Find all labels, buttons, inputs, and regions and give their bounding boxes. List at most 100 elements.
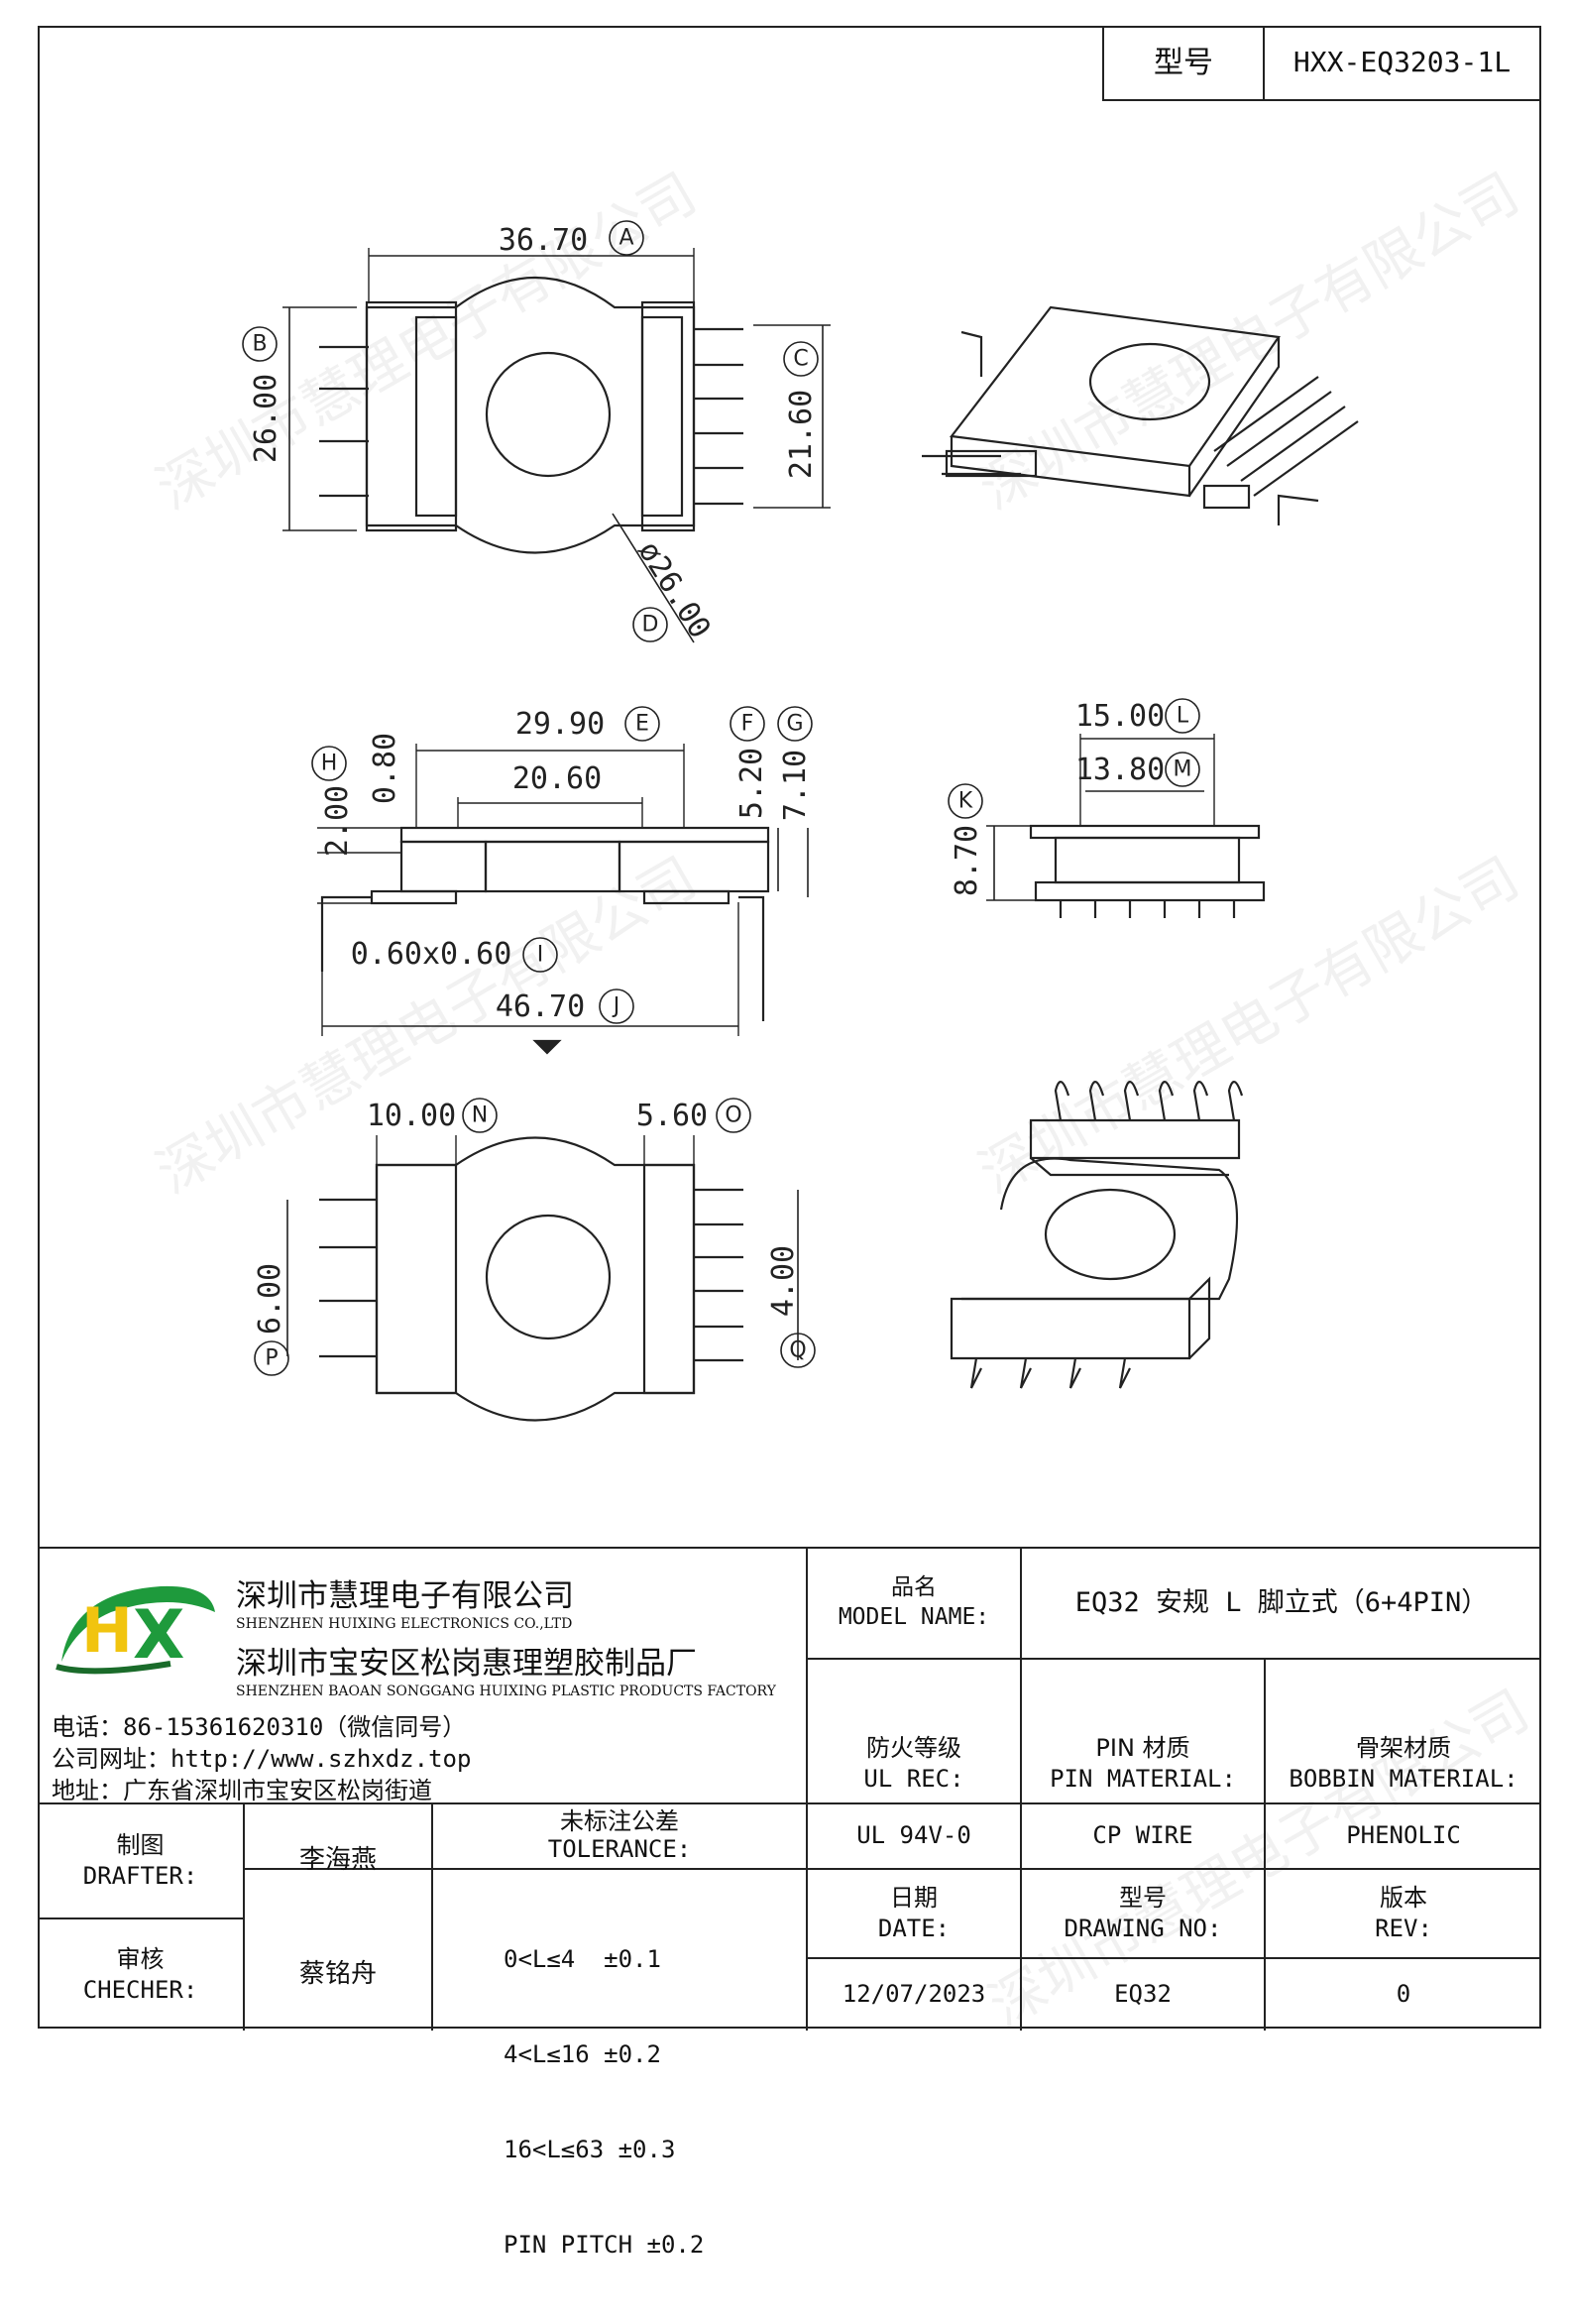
label-d: D	[642, 613, 659, 638]
dim-c: 21.60	[784, 390, 819, 479]
checker-label-cn: 审核	[116, 1944, 165, 1973]
grid-line	[431, 1802, 433, 2031]
date-label-cn: 日期	[890, 1883, 938, 1912]
drawing-no-value: EQ32	[1114, 1980, 1172, 2009]
grid-line	[806, 1957, 1541, 1959]
label-a: A	[618, 226, 633, 251]
tolerance-list: 0<L≤4 ±0.1 4<L≤16 ±0.2 16<L≤63 ±0.3 PIN …	[504, 1880, 704, 2324]
grid-line	[806, 1868, 1541, 1870]
pin-material-label-cn: PIN 材质	[1095, 1733, 1190, 1762]
label-i: I	[537, 943, 544, 968]
label-g: G	[786, 712, 803, 737]
rev-label-cn: 版本	[1380, 1883, 1427, 1912]
bobbin-material-label-cn: 骨架材质	[1356, 1733, 1451, 1762]
label-circle-k	[948, 783, 983, 819]
svg-text:H: H	[81, 1594, 133, 1667]
checker-value: 蔡铭舟	[298, 1959, 377, 1990]
title-block: H X 深圳市慧理电子有限公司 SHENZHEN HUIXING ELECTRO…	[38, 1547, 1541, 2259]
grid-line	[243, 1802, 245, 2031]
company-block: H X 深圳市慧理电子有限公司 SHENZHEN HUIXING ELECTRO…	[38, 1549, 806, 1804]
product-name-label-cn: 品名	[891, 1574, 937, 1601]
bobbin-material-label-en: BOBBIN MATERIAL:	[1289, 1765, 1518, 1793]
dim-g: 7.10	[778, 750, 813, 821]
label-circle-o	[716, 1098, 751, 1133]
date-value: 12/07/2023	[842, 1980, 986, 2009]
drawing-no-label: 型号 DRAWING NO:	[1022, 1870, 1264, 1957]
rev-label-en: REV:	[1375, 1915, 1432, 1942]
tolerance-row: PIN PITCH ±0.2	[504, 2231, 705, 2259]
company-name-cn: 深圳市慧理电子有限公司	[236, 1578, 574, 1614]
end-view	[986, 734, 1266, 918]
fire-rating-label-cn: 防火等级	[866, 1733, 961, 1762]
drafter-label-cn: 制图	[116, 1830, 165, 1859]
grid-line	[243, 1868, 806, 1870]
label-c: C	[793, 347, 808, 372]
label-circle-e	[624, 706, 660, 742]
dim-b: 26.00	[249, 374, 283, 463]
drafter-value: 李海燕	[298, 1845, 377, 1876]
label-circle-h	[311, 746, 347, 781]
company-logo: H X	[56, 1585, 215, 1675]
grid-line	[806, 1549, 808, 2031]
label-e: E	[635, 712, 649, 737]
drawing-no-label-en: DRAWING NO:	[1064, 1915, 1222, 1942]
label-circle-j	[599, 988, 634, 1024]
iso-view-bottom	[950, 1081, 1244, 1389]
fire-rating-label: 防火等级 UL REC:	[808, 1660, 1020, 1868]
tolerance-label-cn: 未标注公差	[560, 1807, 679, 1836]
product-name-label-en: MODEL NAME:	[838, 1604, 990, 1630]
label-circle-b	[242, 326, 278, 362]
company-name-en: SHENZHEN HUIXING ELECTRONICS CO.,LTD	[236, 1616, 573, 1632]
tolerance-row: 16<L≤63 ±0.3	[504, 2136, 676, 2163]
model-box: 型号 HXX-EQ3203-1L	[1102, 26, 1541, 101]
checker-label: 审核 CHECHER:	[38, 1919, 243, 2031]
factory-name-cn: 深圳市宝安区松岗惠理塑胶制品厂	[236, 1646, 697, 1682]
label-h: H	[321, 752, 338, 776]
grid-line	[1020, 1549, 1022, 2031]
dim-p: 6.00	[253, 1263, 287, 1335]
dim-l: 15.00	[1075, 699, 1165, 734]
dim-m: 13.80	[1075, 753, 1165, 787]
dim-a: 36.70	[499, 223, 588, 258]
drafter-label: 制图 DRAFTER:	[38, 1804, 243, 1917]
dim-k: 8.70	[950, 825, 984, 896]
dim-f: 5.20	[734, 748, 769, 819]
label-circle-p	[254, 1340, 289, 1376]
dim-e: 29.90	[515, 707, 605, 742]
label-circle-i	[522, 937, 558, 973]
grid-line	[38, 1917, 243, 1919]
drawing-no-label-cn: 型号	[1119, 1883, 1167, 1912]
label-circle-f	[730, 706, 765, 742]
dim-n: 10.00	[367, 1099, 456, 1133]
grid-line	[1264, 1658, 1266, 2031]
checker-label-en: CHECHER:	[82, 1976, 198, 2004]
bobbin-material-label: 骨架材质 BOBBIN MATERIAL:	[1266, 1660, 1541, 1868]
model-box-label: 型号	[1104, 26, 1265, 99]
label-circle-n	[462, 1098, 498, 1133]
product-name-value: EQ32 安规 L 脚立式（6+4PIN）	[1074, 1587, 1489, 1619]
date-label-en: DATE:	[877, 1915, 951, 1942]
side-view	[317, 744, 809, 1055]
label-circle-g	[777, 706, 813, 742]
rev-value: 0	[1396, 1980, 1411, 2009]
company-address: 地址：广东省深圳市宝安区松岗街道	[52, 1777, 432, 1804]
svg-text:X: X	[133, 1596, 184, 1675]
bottom-view	[286, 1135, 799, 1422]
label-q: Q	[789, 1338, 806, 1363]
dim-j: 46.70	[496, 989, 585, 1024]
label-circle-c	[783, 341, 819, 377]
rev-label: 版本 REV:	[1266, 1870, 1541, 1957]
iso-view-top	[922, 305, 1359, 525]
label-o: O	[725, 1104, 741, 1128]
company-website[interactable]: 公司网址：http://www.szhxdz.top	[52, 1745, 472, 1773]
label-f: F	[741, 712, 754, 737]
dim-h-top: 0.80	[368, 733, 402, 804]
label-l: L	[1177, 704, 1189, 729]
label-p: P	[265, 1346, 278, 1371]
product-name-label: 品名 MODEL NAME:	[808, 1549, 1020, 1658]
tolerance-label-en: TOLERANCE:	[547, 1835, 692, 1863]
technical-drawing: A B C D E F G H I J K L M N O P Q 36.70 …	[242, 220, 1359, 1422]
dim-q: 4.00	[766, 1245, 801, 1317]
drafter-label-en: DRAFTER:	[82, 1862, 198, 1890]
tolerance-row: 4<L≤16 ±0.2	[504, 2040, 661, 2068]
